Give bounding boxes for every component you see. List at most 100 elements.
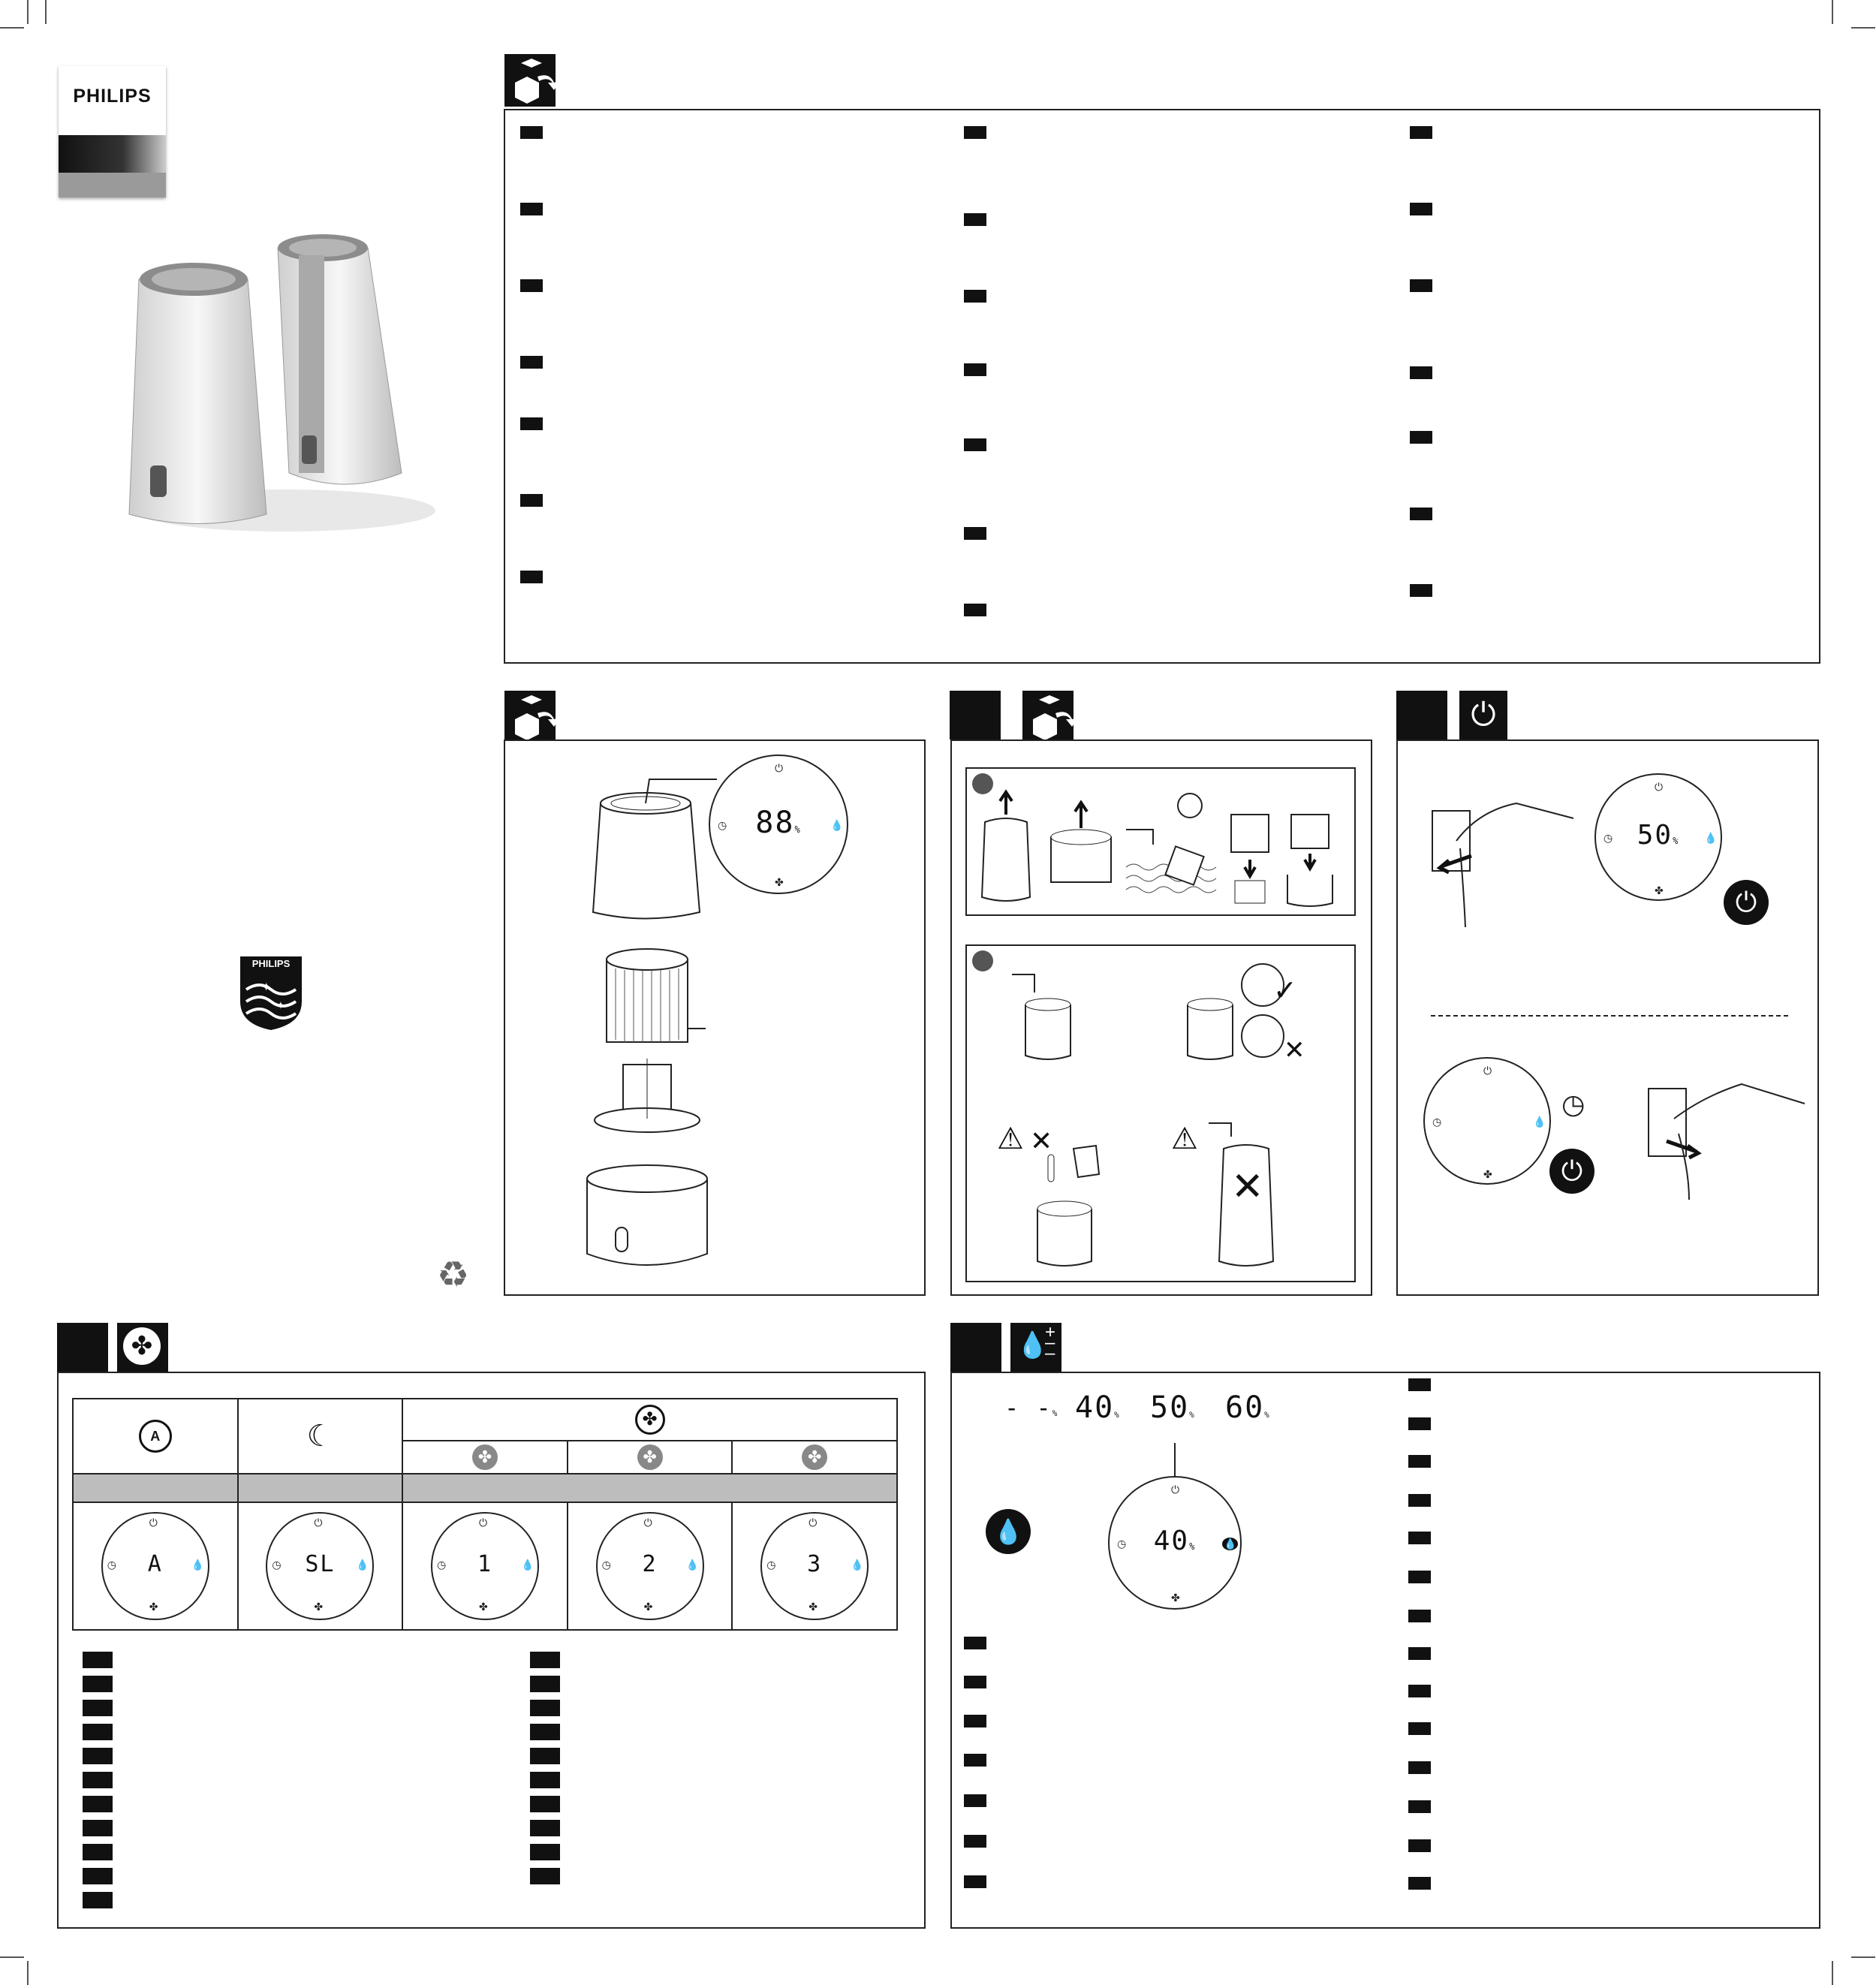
humidity-icon: 💧	[1533, 1116, 1546, 1128]
language-tag	[530, 1724, 560, 1740]
sleep-mode-icon: ☾	[306, 1420, 334, 1453]
language-tag	[1408, 1417, 1431, 1430]
svg-text:✕: ✕	[1231, 1165, 1264, 1209]
logo-gradient-band	[59, 135, 166, 173]
language-tag	[964, 126, 986, 139]
language-tag	[530, 1676, 560, 1692]
svg-text:✕: ✕	[1284, 1036, 1305, 1065]
filter-removal-illustration	[980, 789, 1333, 907]
svg-text:✦: ✦	[276, 999, 285, 1011]
language-tag	[83, 1652, 113, 1668]
step-number-block	[950, 1323, 1001, 1372]
power-icon: ⏻	[1171, 1483, 1180, 1496]
language-tag	[520, 356, 543, 369]
language-tag	[83, 1844, 113, 1860]
humidity-level: 50%	[1150, 1390, 1196, 1425]
timer-icon: ◷	[1603, 832, 1613, 844]
humidity-icon: 💧	[851, 1559, 864, 1571]
fan-speed-2-icon: ✤	[637, 1444, 663, 1470]
timer-icon: ◷	[1432, 1116, 1442, 1128]
language-tag	[964, 1835, 986, 1848]
fan-icon: ✤	[1655, 884, 1664, 896]
recycle-icon: ♻	[437, 1255, 470, 1295]
fan-icon: ✤	[643, 1601, 653, 1613]
unbox-icon	[504, 54, 560, 107]
unbox-icon	[504, 691, 560, 743]
display-unit: %	[1189, 1541, 1197, 1552]
fan-speed-3-icon: ✤	[802, 1444, 828, 1470]
logo-gray-band	[59, 173, 166, 197]
humidity-level: 60%	[1225, 1390, 1271, 1425]
language-tag	[1410, 508, 1432, 520]
timer-icon: ◷	[1117, 1538, 1127, 1550]
humidity-icon: 💧	[520, 1559, 534, 1571]
humidity-level-value: 60	[1225, 1390, 1265, 1425]
svg-text:⚠: ⚠	[1171, 1122, 1198, 1155]
language-tag	[530, 1868, 560, 1884]
philips-logo-tab: PHILIPS	[59, 66, 166, 197]
language-tag	[1408, 1532, 1431, 1544]
crop-mark	[27, 0, 29, 24]
language-tag	[964, 363, 986, 376]
step-a-marker	[972, 773, 993, 794]
svg-text:✓: ✓	[1273, 975, 1297, 1007]
step-number-block	[950, 691, 1001, 739]
humidity-icon: 💧	[685, 1559, 700, 1571]
display-value: 88	[755, 806, 795, 840]
humidity-panel	[950, 1372, 1820, 1929]
fan-icon: ✤	[478, 1601, 488, 1613]
fan-header-icon: ✤	[117, 1323, 168, 1372]
mode-dial-cell: ⏻◷💧✤ A	[72, 1502, 239, 1631]
humidity-icon: 💧	[830, 819, 844, 831]
mode-label-band	[402, 1473, 898, 1503]
humidity-unit: %	[1114, 1410, 1121, 1420]
language-tag	[1408, 1647, 1431, 1660]
language-tag	[1410, 431, 1432, 444]
svg-text:✦: ✦	[261, 981, 271, 994]
humidity-unit: %	[1052, 1408, 1059, 1418]
control-panel-dial-off: ⏻ ◷ 💧 ✤	[1423, 1057, 1551, 1185]
power-icon: ⏻	[775, 762, 784, 774]
language-tag	[1408, 1378, 1431, 1391]
humidity-icon: 💧	[1222, 1538, 1239, 1550]
language-tag	[1410, 279, 1432, 292]
crop-mark	[0, 1956, 24, 1958]
fan-icon: ✤	[1171, 1592, 1180, 1604]
display-value: 40	[1153, 1526, 1190, 1556]
step-b-marker	[972, 950, 993, 971]
humidity-icon: 💧	[191, 1559, 205, 1571]
power-icon: ⏻	[1655, 781, 1664, 793]
display-unit: %	[1673, 836, 1680, 846]
language-tag	[83, 1772, 113, 1788]
language-tag	[964, 290, 986, 303]
product-humidifier-image	[128, 234, 435, 532]
language-tag	[1408, 1610, 1431, 1622]
mode-display: 3	[807, 1551, 823, 1577]
mode-display: SL	[305, 1551, 336, 1577]
mode-label-band	[72, 1473, 239, 1503]
power-icon: ⏻	[149, 1517, 158, 1529]
power-icon: ⏻	[643, 1517, 652, 1529]
water-fill-illustration: ✓ ✕ ⚠ ✕ ⚠ ✕	[997, 963, 1305, 1267]
unplug-illustration	[1648, 1083, 1805, 1200]
language-tag	[964, 527, 986, 540]
step-number-block	[1396, 691, 1447, 739]
language-tag	[964, 1715, 986, 1727]
fan-speed-1-icon: ✤	[471, 1444, 498, 1470]
language-tag	[1408, 1839, 1431, 1852]
timer-icon: ◷	[436, 1559, 447, 1571]
press-power-button-icon: ⏻	[1549, 1149, 1594, 1194]
language-tag	[83, 1676, 113, 1692]
power-icon: ⏻	[809, 1517, 818, 1529]
language-tag	[83, 1820, 113, 1836]
humidity-unit: %	[1264, 1410, 1271, 1420]
language-tag	[530, 1772, 560, 1788]
fan-icon: ✤	[149, 1601, 158, 1613]
language-tag	[520, 571, 543, 583]
timer-icon: ◷	[718, 819, 727, 831]
fan-icon: ✤	[809, 1601, 818, 1613]
mode-table: A ☾ ✤ ✤ ✤ ✤ ⏻◷💧✤ A ⏻◷💧✤ SL ⏻◷💧✤ 1 ⏻◷💧✤ 2…	[72, 1398, 898, 1631]
crop-mark	[1832, 0, 1833, 24]
language-tag	[520, 417, 543, 430]
language-tag	[520, 279, 543, 292]
